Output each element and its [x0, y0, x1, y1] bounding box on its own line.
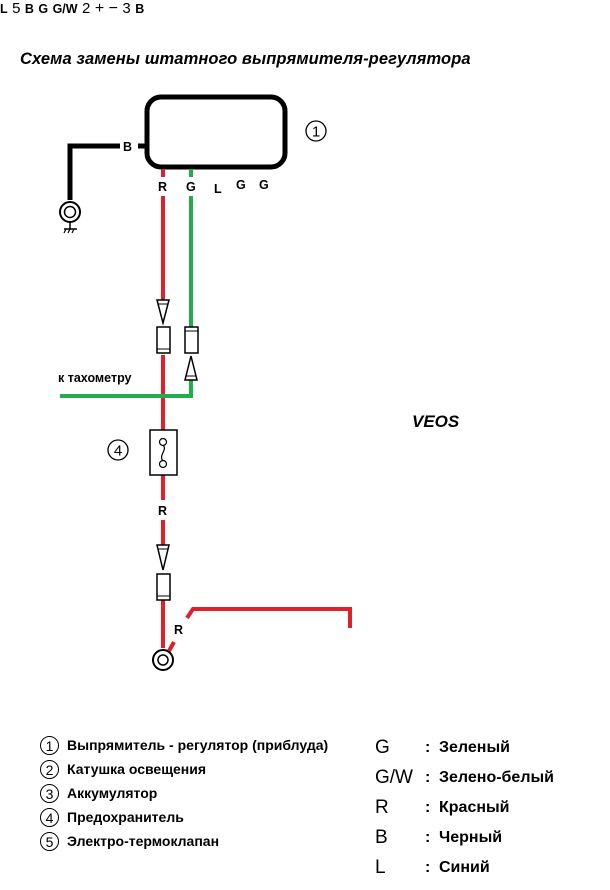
svg-text:1: 1 [312, 124, 320, 141]
legend-part-label: Аккумулятор [67, 785, 158, 801]
legend-part-number: 1 [40, 735, 59, 755]
legend-color-code: L [375, 857, 386, 878]
svg-text:B: B [123, 140, 132, 154]
wire-green-tachometer [60, 169, 193, 398]
legend-color-name: Зеленый [439, 739, 510, 756]
component-number-2: 2 [82, 0, 91, 17]
wire-green-coil-g: G [38, 2, 49, 16]
wire-blue: L [0, 2, 8, 16]
legend-part-item: 1 Выпрямитель - регулятор (приблуда) [40, 733, 328, 757]
wire-label-l: L [214, 182, 222, 196]
wire-battery-ground: B [135, 2, 145, 16]
wire-label-g2: G [236, 178, 246, 192]
connector-red-1 [156, 299, 171, 354]
legend-color-code: G/W [375, 767, 413, 788]
battery-plus: + [94, 0, 105, 17]
legend-part-number: 5 [40, 831, 59, 851]
legend-part-label: Катушка освещения [67, 761, 207, 777]
legend-parts: 1 Выпрямитель - регулятор (приблуда) 2 К… [40, 733, 328, 853]
wire-label-fuse-r: R [158, 504, 167, 518]
wire-ground-b: B [59, 140, 145, 234]
wire-label-g3: G [259, 178, 269, 192]
legend-color-item: G/W : Зелено-белый [375, 767, 554, 788]
legend-color-code: B [375, 827, 388, 848]
legend-color-item: L : Синий [375, 857, 490, 878]
wire-red-battery: R [167, 607, 352, 652]
legend-part-label: Предохранитель [67, 809, 184, 825]
regulator-box [144, 94, 288, 170]
legend-part-label: Выпрямитель - регулятор (приблуда) [67, 737, 329, 753]
legend-colors: G : Зеленый G/W : Зелено-белый R : Красн… [375, 733, 554, 883]
wire-green-coil-gw: G/W [52, 2, 78, 16]
legend-color-name: Зелено-белый [439, 769, 554, 786]
legend-part-label: Электро-термоклапан [67, 833, 220, 849]
legend-part-number: 4 [40, 807, 59, 827]
wire-valve-ground: B [24, 2, 34, 16]
battery: + − [95, 0, 123, 17]
legend-color-item: R : Красный [375, 797, 510, 818]
battery-terminal-ring [152, 649, 174, 671]
tachometer-label: к тахометру [58, 371, 132, 385]
legend-part-number: 3 [40, 783, 59, 803]
wire-label-g1: G [186, 180, 196, 194]
svg-text:R: R [174, 623, 183, 637]
legend-color-name: Красный [439, 799, 510, 816]
connector-red-2 [156, 544, 171, 601]
legend-part-item: 5 Электро-термоклапан [40, 829, 328, 853]
fuse [149, 429, 178, 476]
wire-label-r: R [158, 180, 167, 194]
battery-minus: − [108, 0, 118, 17]
component-number-5: 5 [12, 0, 21, 17]
component-number-3: 3 [122, 0, 131, 17]
component-number-1: 1 [305, 120, 327, 142]
svg-text:4: 4 [114, 443, 122, 460]
legend-part-item: 3 Аккумулятор [40, 781, 328, 805]
legend-part-item: 2 Катушка освещения [40, 757, 328, 781]
legend-part-item: 4 Предохранитель [40, 805, 328, 829]
legend-color-name: Черный [439, 829, 503, 846]
watermark: VEOS [412, 412, 460, 431]
component-number-4: 4 [107, 439, 129, 461]
connector-green-tacho [184, 326, 199, 381]
legend-color-name: Синий [439, 859, 490, 876]
legend-color-item: G : Зеленый [375, 737, 510, 758]
diagram-title: Схема замены штатного выпрямителя-регуля… [20, 50, 471, 68]
legend-color-item: B : Черный [375, 827, 503, 848]
legend-color-code: G [375, 737, 390, 758]
legend-color-code: R [375, 797, 389, 818]
legend-part-number: 2 [40, 759, 59, 779]
